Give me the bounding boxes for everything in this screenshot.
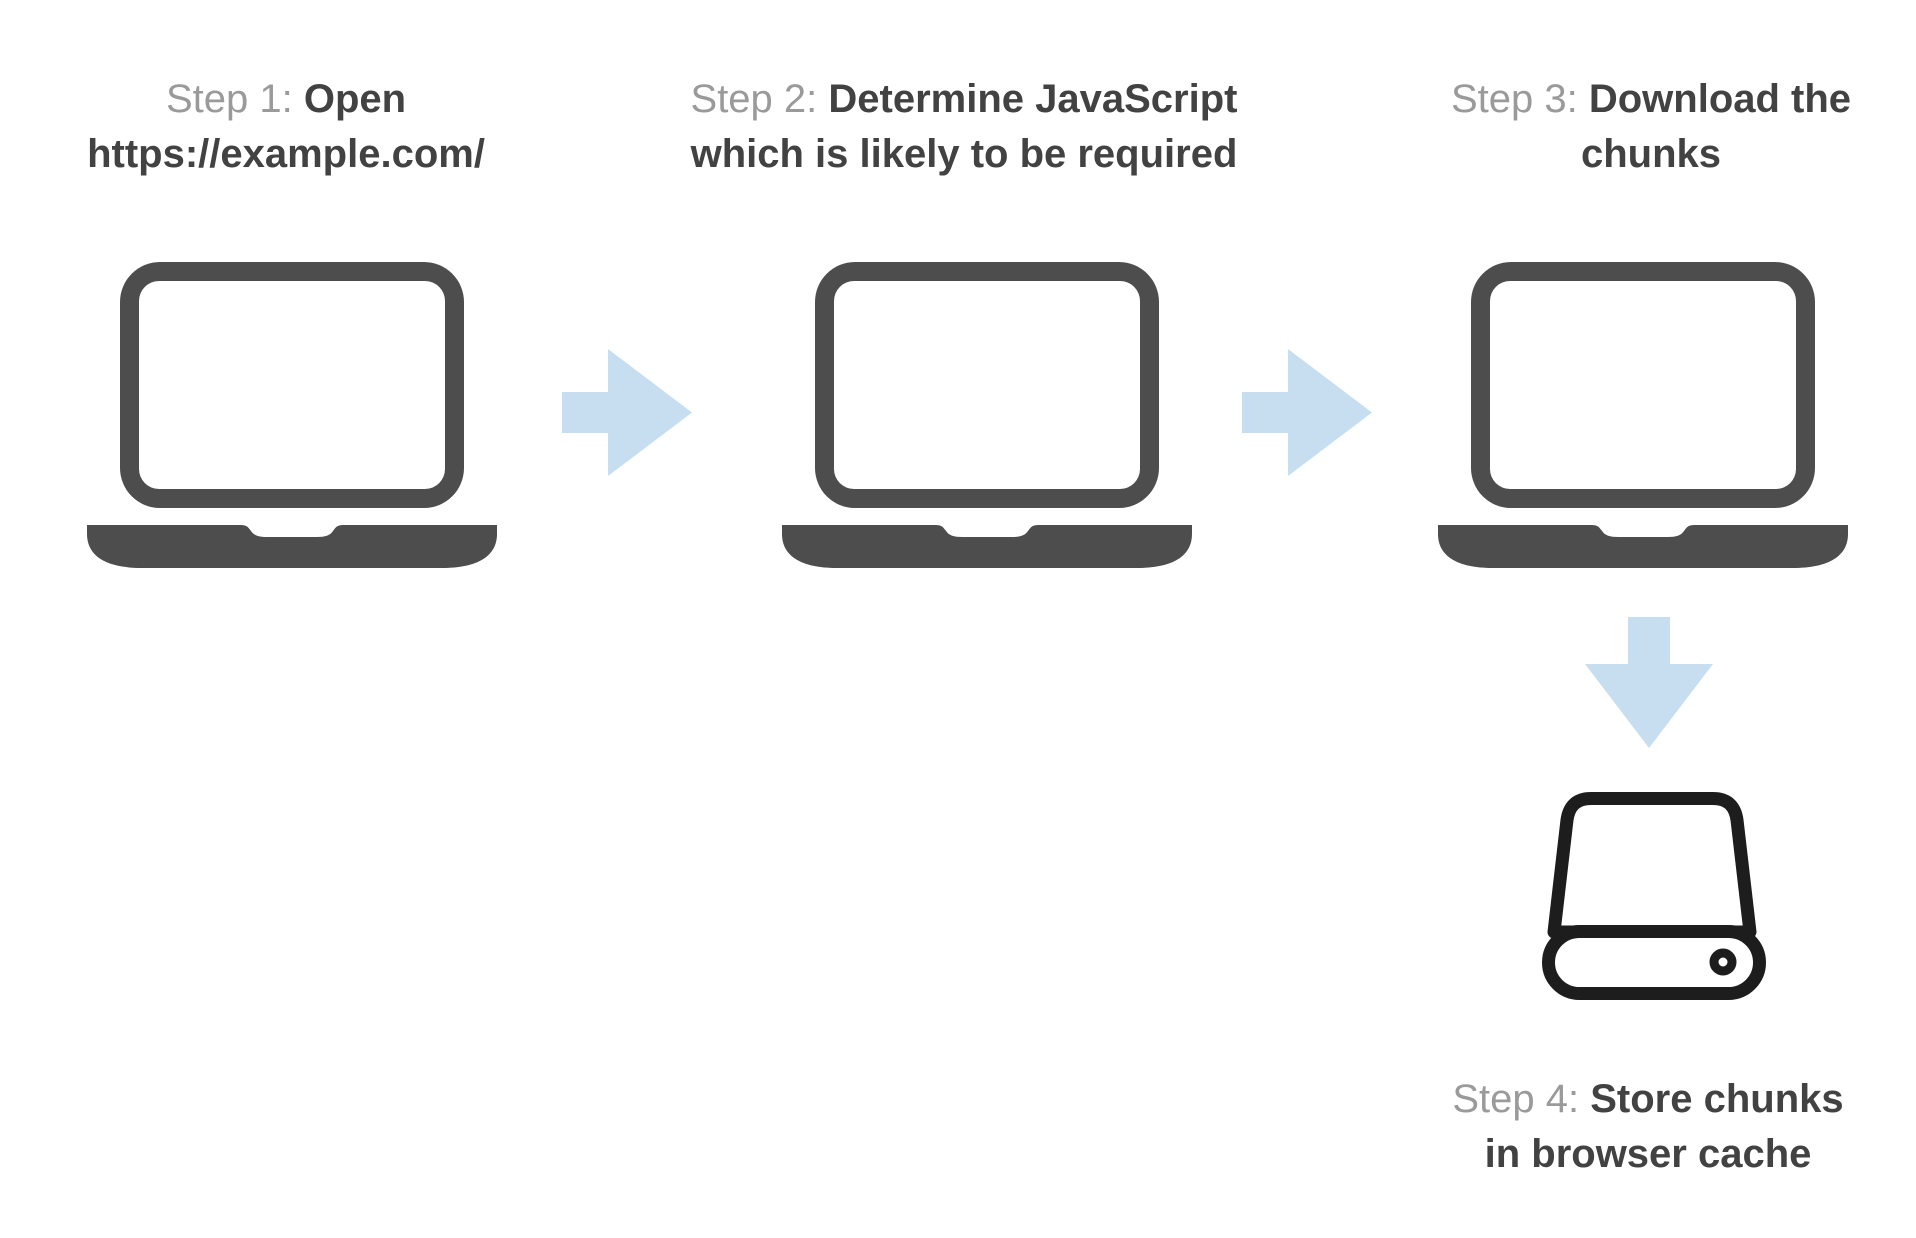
step-4-title-line-2: in browser cache [1484,1132,1812,1176]
laptop-icon [1438,262,1848,568]
step-1-caption-line-1: Step 1: Open [87,72,485,127]
step-2-caption: Step 2: Determine JavaScript which is li… [691,72,1238,182]
step-4-caption-line-1: Step 4: Store chunks [1452,1072,1843,1127]
step-1-label: Step 1: [165,77,293,121]
step-4-label: Step 4: [1452,1077,1580,1121]
step-1-title-line-1: Open [303,77,407,121]
step-2-label: Step 2: [690,77,818,121]
step-4-title-line-1: Store chunks [1590,1077,1844,1121]
step-4-caption: Step 4: Store chunks in browser cache [1452,1072,1843,1182]
arrow-right-icon [1242,349,1372,476]
step-3-label: Step 3: [1450,77,1578,121]
step-3-title-line-1: Download the [1588,77,1852,121]
step-3-title-line-2: chunks [1580,132,1722,176]
arrow-down-icon [1585,617,1713,748]
step-2-title-line-1: Determine JavaScript [828,77,1238,121]
step-1-title-line-2: https://example.com/ [87,132,485,176]
laptop-icon [87,262,497,568]
arrow-right-icon [562,349,692,476]
laptop-icon [782,262,1192,568]
hard-drive-icon [1542,792,1766,1000]
step-1-caption: Step 1: Open https://example.com/ [87,72,485,182]
step-2-caption-line-1: Step 2: Determine JavaScript [691,72,1238,127]
step-3-caption-line-1: Step 3: Download the [1451,72,1851,127]
step-3-caption: Step 3: Download the chunks [1451,72,1851,182]
step-2-title-line-2: which is likely to be required [690,132,1238,176]
